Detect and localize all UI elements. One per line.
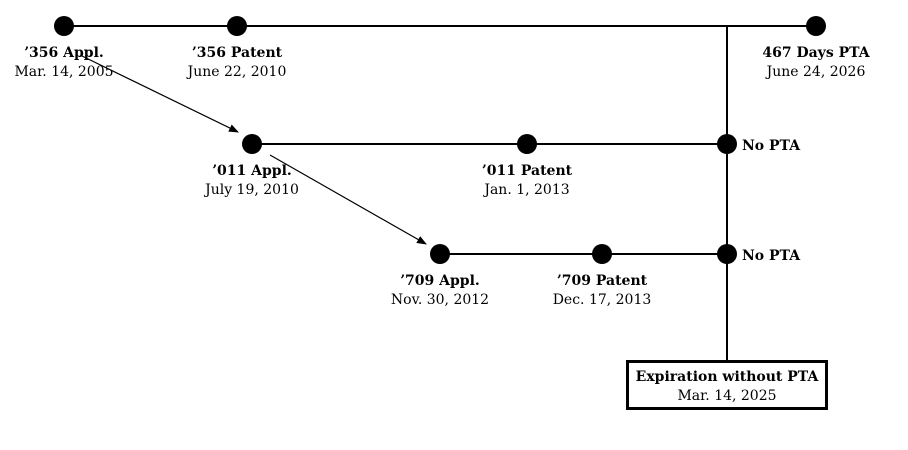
label-709-patent: ’709 Patent Dec. 17, 2013 (537, 272, 667, 310)
label-709-appl: ’709 Appl. Nov. 30, 2012 (375, 272, 505, 310)
dot-709-appl (430, 244, 450, 264)
label-356-patent: ’356 Patent June 22, 2010 (172, 44, 302, 82)
dot-709-end (717, 244, 737, 264)
dot-709-patent (592, 244, 612, 264)
label-356-appl: ’356 Appl. Mar. 14, 2005 (0, 44, 128, 82)
label-011-patent-date: Jan. 1, 2013 (462, 181, 592, 200)
label-709-appl-title: ’709 Appl. (375, 272, 505, 291)
expiration-title: Expiration without PTA (629, 368, 825, 387)
label-011-appl-date: July 19, 2010 (187, 181, 317, 200)
expiration-date: Mar. 14, 2025 (629, 387, 825, 406)
no-pta-709-label: No PTA (742, 248, 800, 264)
label-356-pta-date: June 24, 2026 (751, 63, 881, 82)
dot-011-patent (517, 134, 537, 154)
dot-356-appl (54, 16, 74, 36)
label-356-patent-date: June 22, 2010 (172, 63, 302, 82)
label-356-pta: 467 Days PTA June 24, 2026 (751, 44, 881, 82)
expiration-box: Expiration without PTA Mar. 14, 2025 (626, 360, 828, 410)
dot-356-patent (227, 16, 247, 36)
label-709-appl-date: Nov. 30, 2012 (375, 291, 505, 310)
label-011-patent-title: ’011 Patent (462, 162, 592, 181)
dot-011-appl (242, 134, 262, 154)
label-356-pta-title: 467 Days PTA (751, 44, 881, 63)
no-pta-011-label: No PTA (742, 138, 800, 154)
label-356-appl-title: ’356 Appl. (0, 44, 128, 63)
label-356-patent-title: ’356 Patent (172, 44, 302, 63)
label-709-patent-title: ’709 Patent (537, 272, 667, 291)
label-709-patent-date: Dec. 17, 2013 (537, 291, 667, 310)
dot-356-pta (806, 16, 826, 36)
label-011-appl: ’011 Appl. July 19, 2010 (187, 162, 317, 200)
label-011-appl-title: ’011 Appl. (187, 162, 317, 181)
dot-011-end (717, 134, 737, 154)
label-356-appl-date: Mar. 14, 2005 (0, 63, 128, 82)
label-011-patent: ’011 Patent Jan. 1, 2013 (462, 162, 592, 200)
